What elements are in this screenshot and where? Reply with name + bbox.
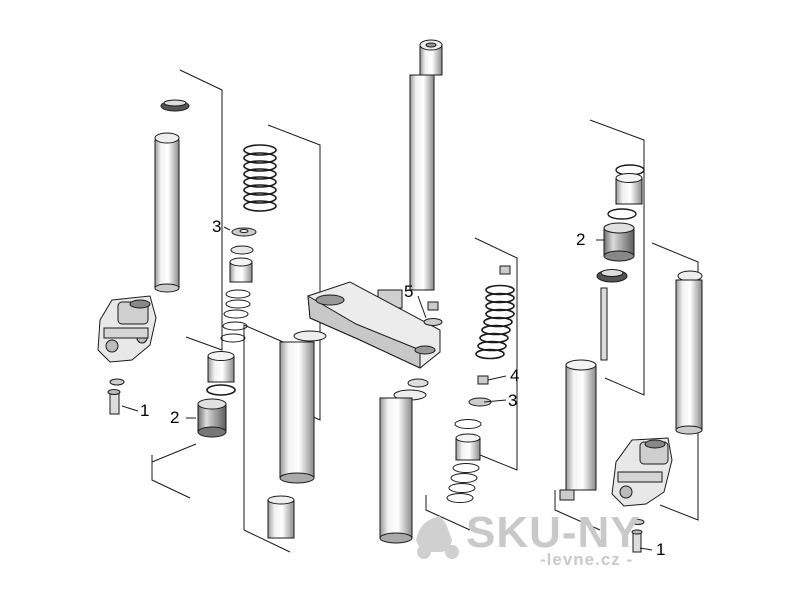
steering-stem bbox=[377, 39, 443, 309]
right-damper-rod bbox=[559, 287, 608, 501]
left-washer bbox=[231, 227, 257, 237]
left-spring bbox=[243, 144, 277, 212]
left-small-parts bbox=[197, 245, 254, 438]
callout-1-left: 1 bbox=[140, 401, 150, 420]
right-seal bbox=[596, 269, 628, 283]
watermark-domain: -levne.cz - bbox=[540, 550, 634, 569]
center-ring bbox=[407, 378, 429, 388]
leader-lines bbox=[121, 226, 653, 551]
callout-5: 5 bbox=[404, 282, 414, 301]
callout-4: 4 bbox=[510, 366, 520, 385]
frame-center bbox=[243, 324, 291, 553]
callout-2-right: 2 bbox=[576, 230, 586, 249]
right-axle-bolt bbox=[631, 519, 645, 553]
right-bushing-2 bbox=[603, 208, 637, 262]
callout-3-left: 3 bbox=[212, 217, 222, 236]
right-fork-slider bbox=[611, 437, 673, 507]
center-tube-left bbox=[267, 330, 327, 539]
left-fork-slider bbox=[97, 295, 157, 363]
frame-right-damper bbox=[554, 119, 645, 531]
left-axle-bolt bbox=[107, 378, 125, 415]
triple-clamp bbox=[307, 281, 441, 369]
left-fork-tube bbox=[154, 132, 180, 293]
callout-3-right: 3 bbox=[508, 391, 518, 410]
center-tube-right bbox=[379, 389, 427, 544]
right-spring bbox=[475, 284, 515, 360]
right-bushing-upper bbox=[615, 173, 643, 205]
right-small-parts bbox=[446, 265, 511, 503]
center-bolt-5 bbox=[423, 301, 443, 326]
frame-spring-right bbox=[425, 237, 518, 531]
callout-2-left: 2 bbox=[170, 408, 180, 427]
callout-1-right: 1 bbox=[656, 540, 666, 559]
scooter-logo-icon bbox=[416, 516, 459, 559]
left-dust-seal bbox=[160, 99, 190, 112]
right-fork-tube bbox=[675, 270, 703, 435]
watermark-brand: SKU-NY bbox=[466, 508, 641, 557]
